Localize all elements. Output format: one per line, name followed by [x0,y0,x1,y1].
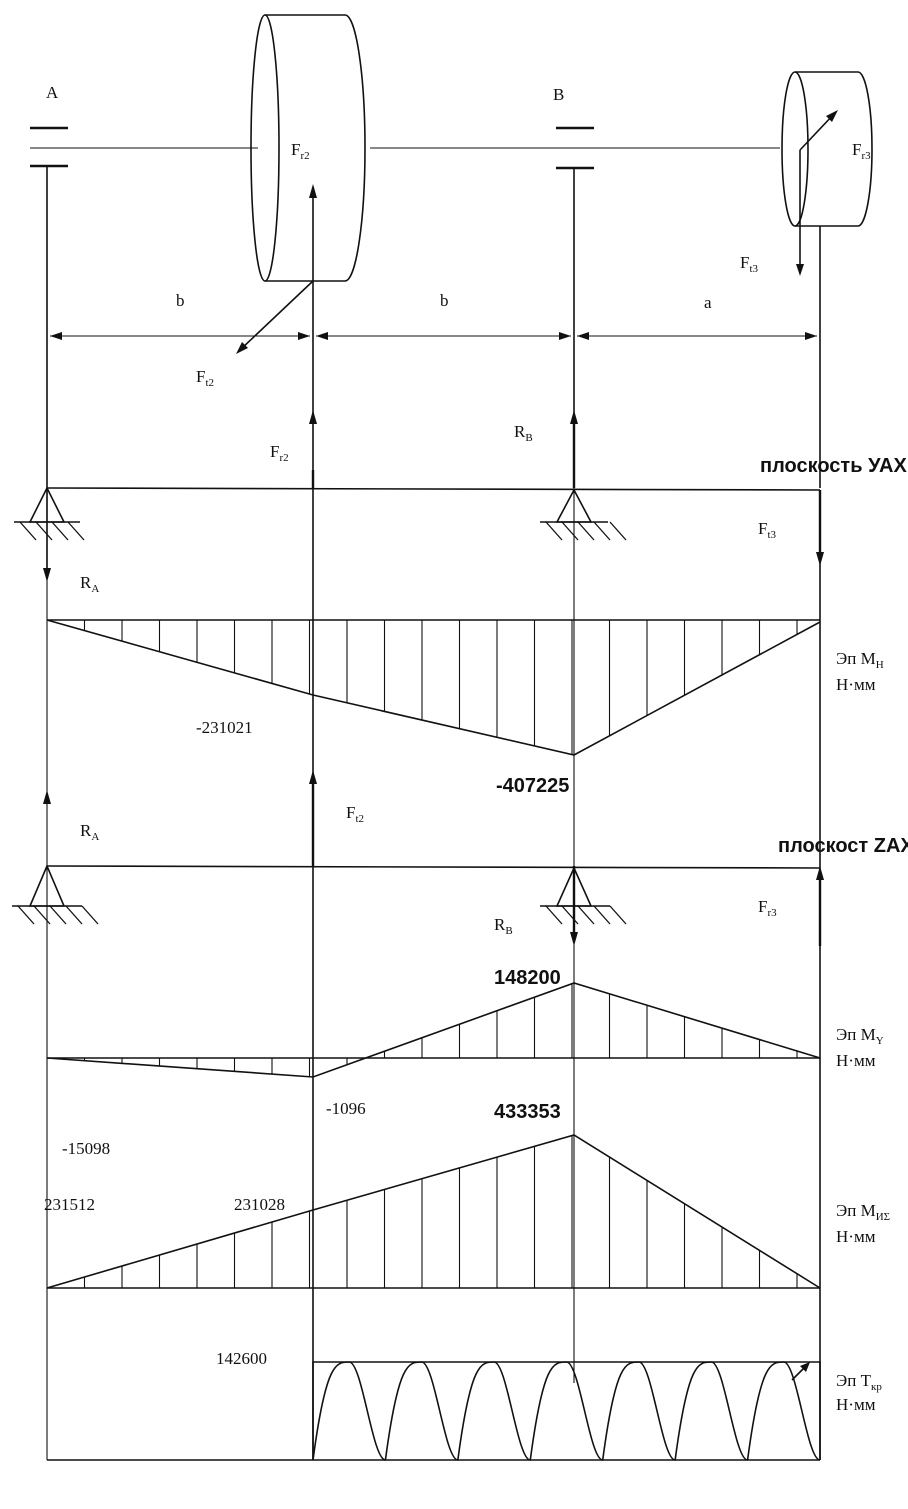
plane-zax: плоскост ZAX RA Ft2 RB Fr3 [12,770,908,946]
moment-diagram-mh: -231021 -407225 Эп МН Н·мм [46,619,884,797]
plane-yax-label: плоскость УАХ [760,455,907,477]
fr2-arrowhead-top [309,184,317,198]
mh-title: Эп МН [836,649,884,671]
mis-unit: Н·мм [836,1227,876,1246]
mis-value-a: 231512 [44,1195,95,1214]
support-a-zax [12,863,99,925]
mh-hatching [83,620,798,755]
tkr-unit: Н·мм [836,1395,876,1414]
beam-yax [46,487,821,491]
mis-title: Эп МИΣ [836,1201,890,1223]
mis-curve [46,1134,821,1289]
rb-label-zax: RB [494,915,513,937]
mh-curve [46,619,821,756]
support-a-yax [14,486,85,541]
fr2-arrowhead-yax [309,410,317,424]
dim-a-label: a [704,293,712,312]
fr3-label-sketch: Fr3 [852,140,871,162]
moment-diagram-mis: 433353 231512 231028 Эп МИΣ Н·мм [44,1101,890,1289]
tkr-value: 142600 [216,1349,267,1368]
ft3-label-sketch: Ft3 [740,253,759,275]
fr3-label-zax: Fr3 [758,897,777,919]
my-unit: Н·мм [836,1051,876,1070]
ft3-label-yax: Ft3 [758,519,777,541]
my-title: Эп МY [836,1025,884,1047]
ft2-label-sketch: Ft2 [196,367,214,389]
dim-b-right-label: b [440,291,449,310]
gear-3-cylinder [781,71,873,227]
tkr-title: Эп Ткр [836,1371,882,1393]
support-b-yax [540,488,627,541]
mis-hatching [83,1135,798,1288]
torque-diagram-tkr: 142600 Эп Ткр Н·мм [47,1349,882,1461]
fr2-label-gear: Fr2 [291,140,310,162]
fr2-label-yax: Fr2 [270,442,289,464]
ra-label-yax: RA [80,573,99,595]
shaft-sketch: A B Fr2 Ft2 Fr3 Ft3 [30,14,873,488]
mis-value-gear: 231028 [234,1195,285,1214]
my-curve [46,982,821,1078]
dim-b-left-label: b [176,291,185,310]
my-value-peak: 148200 [494,967,561,989]
ra-label-zax: RA [80,821,99,843]
mh-unit: Н·мм [836,675,876,694]
fr3-arrow-line [799,113,835,151]
gear-2-cylinder [250,14,366,282]
plane-yax: плоскость УАХ Fr2 RB RA Ft3 [14,410,907,595]
ft3-arrowhead [796,264,804,276]
ft2-label-zax: Ft2 [346,803,364,825]
tkr-end-arrowhead [800,1362,810,1372]
moment-diagram-my: 148200 -15098 -1096 Эп МY Н·мм [46,967,884,1158]
support-a-label: A [46,83,59,102]
mh-value-gear: -231021 [196,718,253,737]
support-b-zax [540,866,627,925]
support-b-label: B [553,85,564,104]
tkr-wave [312,1361,821,1461]
mh-value-peak: -407225 [496,775,569,797]
ft2-arrow-line [239,280,314,351]
my-value-gear: -1096 [326,1099,366,1118]
my-hatching [83,983,798,1077]
plane-zax-label: плоскост ZAX [778,835,908,857]
dimension-lines [50,332,817,340]
mis-value-peak: 433353 [494,1101,561,1123]
my-value-a: -15098 [62,1139,110,1158]
rb-label-yax: RB [514,422,533,444]
section-lines [46,488,821,1460]
rb-arrowhead-yax [570,410,578,424]
ft2-arrowhead [236,342,248,354]
beam-zax [46,865,821,869]
fr3-arrowhead [826,110,838,122]
tkr-rect [312,1361,821,1460]
